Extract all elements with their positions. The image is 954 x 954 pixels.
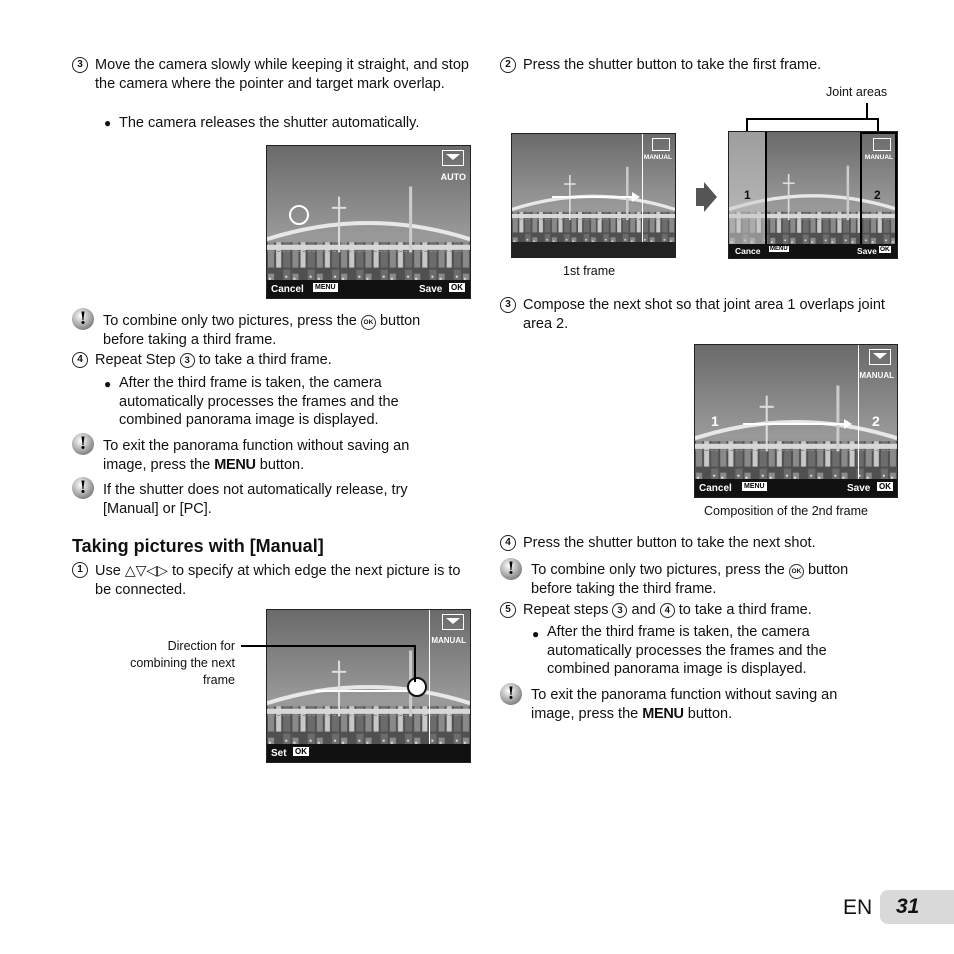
ok-badge: OK: [293, 747, 309, 756]
panorama-icon: [652, 138, 670, 151]
target-mark: [289, 205, 309, 225]
camera-screen-manual-direction: MANUAL Set OK: [266, 609, 471, 763]
step-4-bullet-text: After the third frame is taken, the came…: [119, 375, 399, 428]
camera-screen-joint-areas: 1 2 MANUAL Cance MENU Save OK: [728, 131, 898, 259]
note-exit-panorama: To exit the panorama function without sa…: [531, 687, 838, 722]
first-frame-caption: 1st frame: [563, 264, 616, 278]
set-label: Set: [271, 748, 287, 759]
note-shutter: If the shutter does not automatically re…: [103, 482, 408, 517]
camera-screen-first-frame: MANUAL: [511, 133, 676, 258]
panorama-icon: [442, 614, 464, 630]
cancel-label: Cance: [735, 246, 761, 256]
warning-icon: !: [72, 308, 94, 330]
bullet-icon: ●: [532, 627, 540, 641]
menu-badge: MENU: [313, 283, 338, 292]
joint-label-1: 1: [744, 188, 751, 202]
direction-arrows-icon: △▽◁▷: [124, 562, 168, 578]
joint-areas-label: Joint areas: [826, 85, 888, 99]
warning-icon: !: [500, 683, 522, 705]
note-exit-panorama: To exit the panorama function without sa…: [103, 438, 410, 473]
step-number-2: 2: [500, 57, 516, 73]
ok-badge: OK: [877, 482, 893, 491]
cancel-label: Cancel: [271, 284, 304, 295]
callout-line: [414, 645, 416, 682]
step-5-text: Repeat steps 3 and 4 to take a third fra…: [523, 602, 812, 618]
bullet-icon: ●: [104, 377, 112, 391]
step-2-text: Press the shutter button to take the fir…: [523, 57, 822, 73]
joint-bracket: [746, 118, 748, 132]
note-combine-two: To combine only two pictures, press the …: [531, 562, 849, 597]
callout-line: [241, 645, 415, 647]
section-heading: Taking pictures with [Manual]: [72, 536, 324, 556]
language-label: EN: [843, 896, 873, 919]
step-number-3: 3: [72, 57, 88, 73]
step-4-text: Press the shutter button to take the nex…: [523, 535, 816, 551]
joint-label-2: 2: [872, 413, 880, 429]
joint-label-1: 1: [711, 413, 719, 429]
manual-step-1-text: Use △▽◁▷ to specify at which edge the ne…: [95, 562, 461, 598]
mode-label: MANUAL: [431, 636, 466, 645]
step-3-text: Compose the next shot so that joint area…: [523, 297, 885, 332]
callout-text: Direction for combining the next frame: [130, 639, 235, 687]
page-number-tab: 31: [880, 890, 954, 924]
mode-label: MANUAL: [859, 371, 894, 380]
step-3-bullet-text: The camera releases the shutter automati…: [119, 115, 420, 131]
direction-arrow-icon: [407, 677, 427, 697]
menu-badge: MENU: [742, 482, 767, 491]
joint-bracket: [877, 118, 879, 132]
step-4-text: Repeat Step 3 to take a third frame.: [95, 352, 332, 368]
bullet-icon: ●: [104, 116, 112, 130]
warning-icon: !: [72, 433, 94, 455]
camera-screen-auto: AUTO Cancel MENU Save OK: [266, 145, 471, 299]
ok-button-icon: OK: [360, 315, 376, 330]
next-arrow-icon: [704, 182, 717, 212]
second-frame-caption: Composition of the 2nd frame: [704, 504, 868, 518]
step-number-5: 5: [500, 602, 516, 618]
step-number-1: 1: [72, 562, 88, 578]
mode-label: MANUAL: [643, 154, 672, 161]
panorama-icon: [873, 138, 891, 151]
ok-badge: OK: [879, 246, 891, 253]
menu-badge: MENU: [769, 246, 789, 252]
save-label: Save: [419, 284, 443, 295]
step-number-3: 3: [500, 297, 516, 313]
save-label: Save: [847, 483, 871, 494]
page-number: 31: [896, 895, 920, 918]
camera-screen-second-frame: 1 2 MANUAL Cancel MENU Save OK: [694, 344, 898, 498]
step-3-text: Move the camera slowly while keeping it …: [95, 57, 469, 92]
save-label: Save: [857, 246, 877, 256]
note-combine-two: To combine only two pictures, press the …: [103, 313, 421, 348]
step-5-bullet-text: After the third frame is taken, the came…: [547, 624, 827, 677]
warning-icon: !: [72, 477, 94, 499]
next-arrow-icon: [696, 188, 704, 206]
joint-bracket: [866, 103, 868, 119]
step-number-4: 4: [72, 352, 88, 368]
joint-label-2: 2: [874, 188, 881, 202]
step-number-4: 4: [500, 535, 516, 551]
ok-badge: OK: [449, 283, 465, 292]
mode-label: MANUAL: [864, 154, 893, 161]
panorama-icon: [869, 349, 891, 365]
ok-button-icon: OK: [788, 564, 804, 579]
mode-label: AUTO: [440, 172, 466, 182]
joint-bracket: [746, 118, 879, 120]
cancel-label: Cancel: [699, 483, 732, 494]
panorama-icon: [442, 150, 464, 166]
warning-icon: !: [500, 558, 522, 580]
